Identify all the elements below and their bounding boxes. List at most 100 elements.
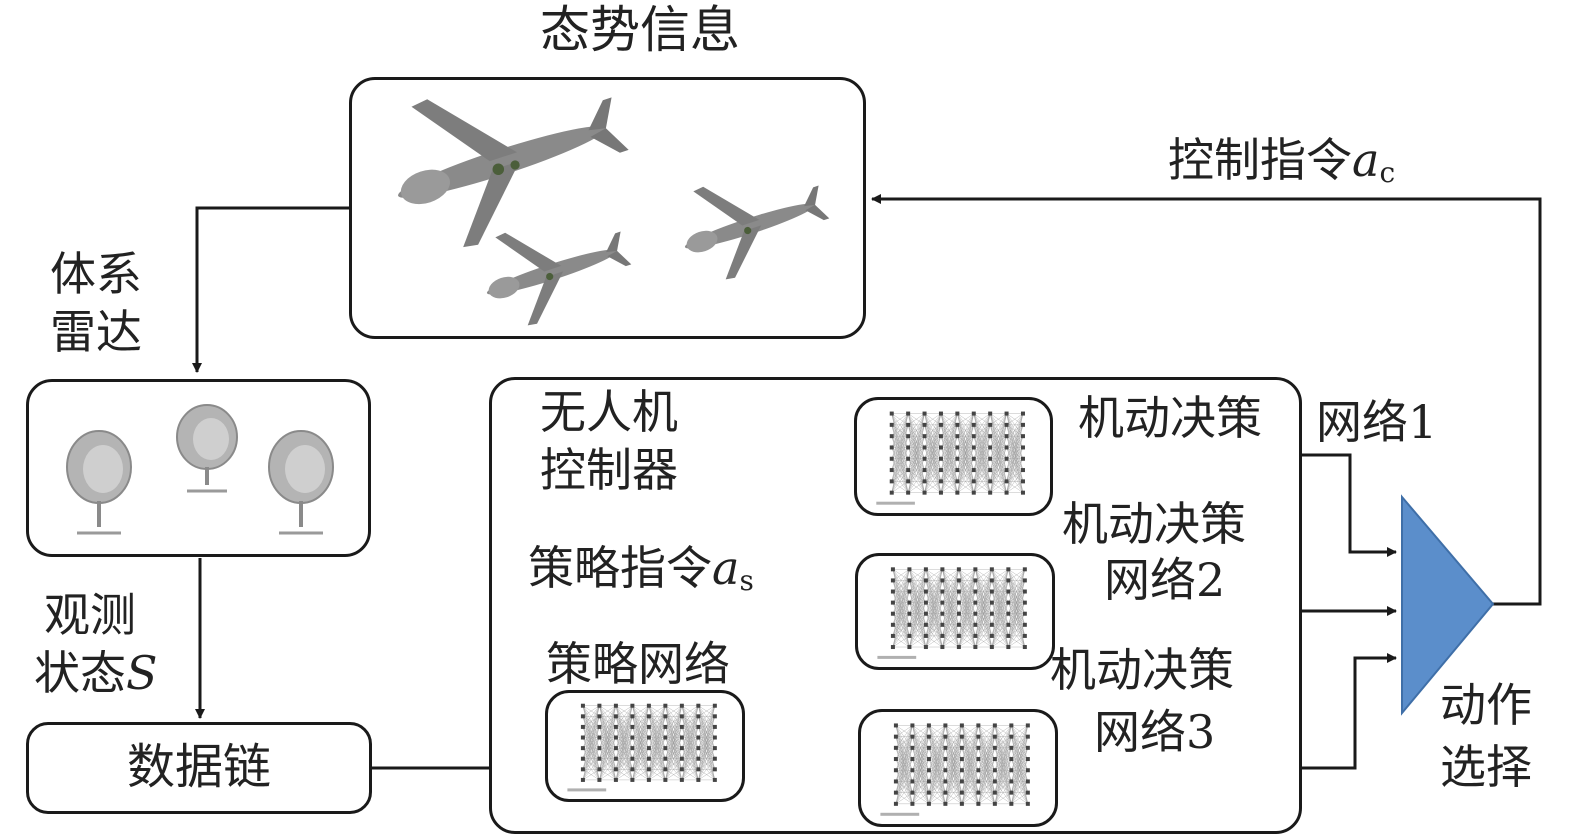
- net-node: [971, 422, 976, 427]
- net-edge: [648, 726, 666, 780]
- policy-network-box: [545, 690, 745, 802]
- net-edge: [909, 580, 927, 648]
- net-node: [959, 801, 964, 806]
- net-scale-bar: [877, 655, 917, 659]
- net-node: [956, 645, 961, 650]
- net-node: [1009, 723, 1014, 728]
- net-edge: [892, 569, 910, 592]
- net-node: [712, 777, 717, 782]
- net-edge: [973, 413, 991, 426]
- net-node: [971, 445, 976, 450]
- net-edge: [978, 770, 996, 804]
- net-edge: [892, 624, 910, 648]
- net-node: [940, 578, 945, 583]
- net-node: [988, 411, 993, 416]
- net-edge: [1008, 602, 1026, 648]
- net-node: [1020, 445, 1025, 450]
- net-node: [580, 714, 585, 719]
- net-node: [938, 479, 943, 484]
- net-edge: [975, 569, 993, 614]
- net-edge: [942, 569, 960, 625]
- net-node: [580, 767, 585, 772]
- net-edge: [582, 758, 600, 781]
- net-edge: [945, 725, 963, 771]
- net-edge: [928, 725, 946, 804]
- net-edge: [665, 705, 683, 759]
- strategy-command-label: 策略指令as: [528, 540, 754, 609]
- net-edge: [945, 747, 963, 804]
- net-edge: [1008, 624, 1025, 648]
- net-edge: [665, 705, 682, 728]
- net-node: [893, 723, 898, 728]
- net-edge: [924, 413, 942, 448]
- net-node: [889, 479, 894, 484]
- net-node: [646, 746, 651, 751]
- net-edge: [925, 591, 943, 648]
- observation-label-line1: 观测: [44, 588, 136, 642]
- net-node: [922, 490, 927, 495]
- net-edge: [1011, 758, 1029, 804]
- net-edge: [940, 413, 958, 482]
- net-node: [630, 703, 635, 708]
- net-edge: [940, 458, 958, 493]
- net-node: [973, 567, 978, 572]
- net-edge: [908, 413, 925, 437]
- net-edge: [1006, 413, 1024, 437]
- maneuver-net-1-box: [854, 397, 1053, 516]
- net-node: [597, 756, 602, 761]
- net-node: [959, 734, 964, 739]
- net-edge: [945, 725, 963, 760]
- net-edge: [909, 613, 927, 648]
- net-edge: [942, 580, 960, 648]
- net-edge: [957, 481, 974, 493]
- net-node: [1022, 611, 1027, 616]
- net-node: [1022, 633, 1027, 638]
- net-node: [906, 445, 911, 450]
- action-selector-triangle: [1401, 494, 1495, 716]
- net-node: [1025, 745, 1030, 750]
- net-edge: [907, 458, 925, 493]
- net-edge: [1006, 424, 1024, 493]
- net-node: [922, 445, 927, 450]
- net-node: [976, 734, 981, 739]
- net-node: [943, 757, 948, 762]
- net-edge: [975, 569, 993, 648]
- net-node: [992, 779, 997, 784]
- net-edge: [973, 447, 991, 493]
- net-node: [679, 735, 684, 740]
- net-edge: [665, 769, 682, 781]
- net-node: [956, 622, 961, 627]
- net-edge: [940, 413, 958, 437]
- net-edge: [994, 736, 1012, 804]
- net-node: [910, 768, 915, 773]
- neural-network-icon: [877, 567, 1027, 659]
- net-node: [890, 633, 895, 638]
- net-node: [1025, 757, 1030, 762]
- maneuver-net-2-label-line1: 机动决策: [1062, 497, 1246, 551]
- net-edge: [961, 725, 979, 793]
- observation-symbol: S: [126, 646, 158, 700]
- radar-box: [26, 379, 371, 557]
- net-edge: [942, 635, 959, 648]
- net-edge: [891, 458, 909, 493]
- net-node: [956, 567, 961, 572]
- net-node: [926, 745, 931, 750]
- net-edge: [957, 413, 974, 482]
- net-edge: [928, 725, 946, 748]
- observation-label-line2: 状态S: [34, 645, 158, 701]
- net-edge: [582, 705, 600, 770]
- net-edge: [665, 758, 682, 781]
- net-edge: [940, 413, 958, 426]
- net-edge: [908, 469, 925, 493]
- net-edge: [892, 602, 910, 648]
- net-edge: [599, 705, 617, 728]
- net-edge: [991, 569, 1009, 625]
- net-node: [992, 757, 997, 762]
- net-edge: [961, 792, 979, 804]
- net-node: [959, 723, 964, 728]
- net-edge: [958, 569, 976, 592]
- net-node: [976, 723, 981, 728]
- net-edge: [978, 725, 996, 748]
- net-edge: [945, 725, 962, 737]
- net-node: [1025, 779, 1030, 784]
